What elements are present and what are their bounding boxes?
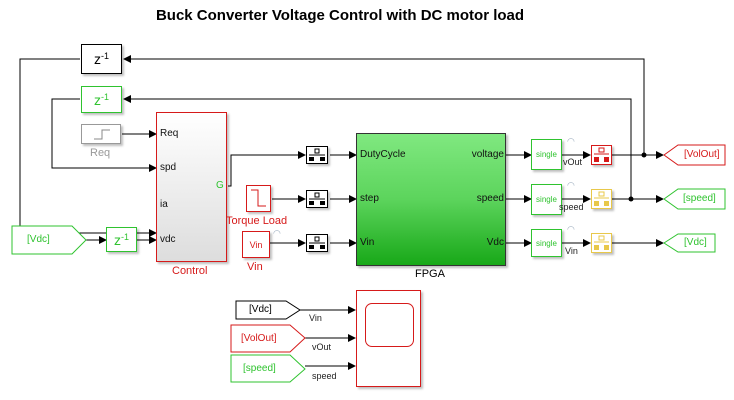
fpga-label: FPGA <box>415 268 445 280</box>
control-label: Control <box>172 265 208 277</box>
wire-speed-feedback <box>123 95 632 199</box>
wire-voltage-feedback <box>123 55 645 155</box>
unit-delay-speed[interactable]: z-1 <box>81 86 122 113</box>
torque-load-step[interactable] <box>246 185 271 212</box>
convert-single-2[interactable]: single <box>531 184 562 215</box>
wire-control-g <box>228 151 306 187</box>
from-vdc[interactable]: [Vdc] <box>249 304 272 315</box>
fpga-subsystem[interactable] <box>356 133 506 266</box>
req-step-label: Req <box>90 147 111 159</box>
rate-transition-2[interactable] <box>306 190 328 208</box>
from-volout[interactable]: [VolOut] <box>241 333 277 344</box>
from-vdc-shape <box>235 300 301 320</box>
scope-screen-icon <box>365 303 414 347</box>
scope-signal-speed: speed <box>312 371 337 381</box>
signal-label-speed: speed <box>559 202 584 212</box>
step-icon <box>94 129 110 140</box>
wireless-icon: ◠ <box>567 224 575 234</box>
fpga-port-dutycycle: DutyCycle <box>360 149 406 160</box>
goto-speed[interactable]: [speed] <box>683 193 716 204</box>
convert-single-1[interactable]: single <box>531 139 562 170</box>
branch-point <box>628 196 634 202</box>
from-speed[interactable]: [speed] <box>243 363 276 374</box>
rate-transition-speed[interactable] <box>591 189 612 209</box>
branch-point <box>641 152 647 158</box>
vin-constant[interactable]: Vin <box>242 231 270 258</box>
diagram-title: Buck Converter Voltage Control with DC m… <box>155 7 525 24</box>
fpga-port-voltage: voltage <box>471 149 504 160</box>
goto-volout-shape <box>663 144 726 166</box>
goto-vdc-shape <box>663 233 716 253</box>
rate-transition-3[interactable] <box>306 234 328 252</box>
goto-vdc[interactable]: [Vdc] <box>684 237 707 248</box>
from-volout-shape <box>230 324 306 353</box>
scope-signal-vin: Vin <box>309 313 322 323</box>
fpga-port-step: step <box>360 193 379 204</box>
signal-label-vin: Vin <box>565 246 578 256</box>
control-port-spd: spd <box>160 162 177 173</box>
req-step-block[interactable] <box>81 124 121 144</box>
control-port-req: Req <box>160 128 179 139</box>
from-vdc-left-shape <box>11 225 87 255</box>
scope-signal-vout: vOut <box>312 342 332 352</box>
fpga-port-vin: Vin <box>360 237 375 248</box>
wireless-icon: ◠ <box>567 180 575 190</box>
fpga-port-vdc: Vdc <box>486 237 504 248</box>
unit-delay-vdc[interactable]: z-1 <box>106 227 137 252</box>
wireless-icon: ◠ <box>273 228 281 238</box>
goto-speed-shape <box>663 188 726 210</box>
rate-transition-icon <box>309 148 325 161</box>
torque-load-label: Torque Load <box>226 215 288 227</box>
scope-block[interactable] <box>356 290 421 387</box>
rate-transition-icon <box>309 236 325 249</box>
rate-transition-icon <box>594 147 609 162</box>
convert-single-3[interactable]: single <box>531 229 562 257</box>
goto-volout[interactable]: [VolOut] <box>684 149 720 160</box>
from-speed-shape <box>230 354 306 383</box>
from-vdc-left[interactable]: [Vdc] <box>27 234 50 245</box>
rate-transition-vdc[interactable] <box>591 233 612 253</box>
unit-delay-top[interactable]: z-1 <box>81 44 122 74</box>
rate-transition-volout[interactable] <box>591 145 612 165</box>
wireless-icon: ◠ <box>567 136 575 146</box>
control-port-ia: ia <box>160 199 168 210</box>
rate-transition-icon <box>594 191 609 206</box>
step-down-icon <box>251 189 266 207</box>
wire-delay-top-out <box>19 58 150 234</box>
control-port-g: G <box>216 180 224 191</box>
vin-constant-label: Vin <box>247 261 263 273</box>
rate-transition-icon <box>309 192 325 205</box>
rate-transition-1[interactable] <box>306 146 328 164</box>
rate-transition-icon <box>594 235 609 250</box>
signal-label-vout: vOut <box>563 157 583 167</box>
control-port-vdc: vdc <box>160 234 176 245</box>
control-subsystem[interactable] <box>156 112 227 262</box>
wire-delay-green-out <box>51 98 150 169</box>
fpga-port-speed: speed <box>476 193 504 204</box>
